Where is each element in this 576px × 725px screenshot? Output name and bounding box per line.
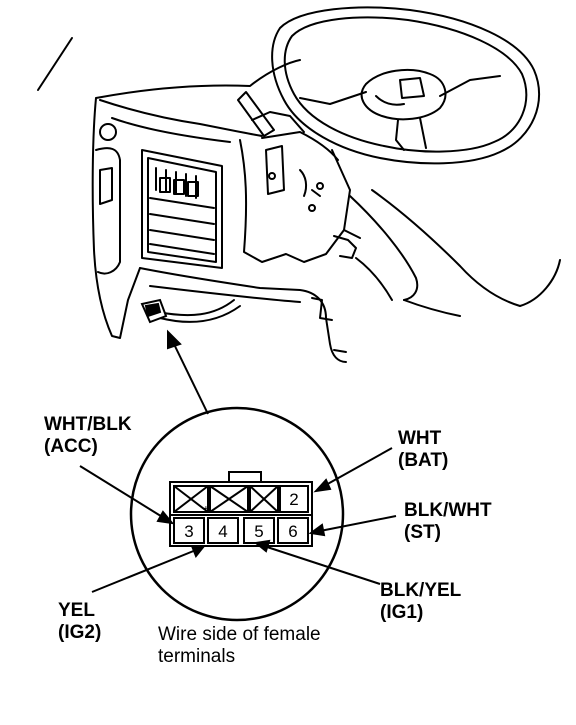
empty-cavity-1	[173, 485, 209, 513]
left-side-panel	[95, 147, 121, 275]
steering-wheel-rim	[271, 6, 541, 165]
wire-harness	[157, 299, 241, 323]
steering-wheel-rim-inner	[283, 16, 528, 153]
combination-switch-stalk	[237, 91, 275, 137]
locator-arrow	[167, 329, 209, 415]
dashboard-outline	[91, 59, 301, 339]
right-dash-edge	[349, 189, 561, 307]
circuit-ig1: (IG1)	[380, 602, 424, 623]
connector-in-vehicle	[140, 298, 168, 324]
wire-color-wht-blk: WHT/BLK	[44, 414, 132, 435]
terminal-3-number: 3	[184, 522, 193, 541]
circuit-acc: (ACC)	[44, 436, 98, 457]
wire-color-wht: WHT	[398, 428, 442, 449]
fuse-box-ribs	[149, 167, 215, 255]
label-wht-blk: WHT/BLK (ACC)	[44, 414, 132, 458]
label-blk-yel: BLK/YEL (IG1)	[380, 580, 461, 624]
column-cover-detail	[265, 145, 321, 197]
terminal-numbers: 2 3 4 5 6	[184, 490, 298, 541]
steering-column	[239, 111, 351, 263]
terminal-4-cavity	[207, 517, 239, 544]
leader-yel	[91, 549, 197, 593]
dash-round-feature	[99, 123, 117, 141]
fuse-box-panel	[141, 149, 223, 269]
column-bolt-3	[268, 172, 276, 180]
empty-cavity-2	[209, 485, 249, 513]
fuse-3	[187, 181, 199, 197]
column-bolt-1	[316, 182, 324, 190]
leader-wht-blk	[79, 465, 165, 519]
terminal-5-number: 5	[254, 522, 263, 541]
svg-text:+: +	[203, 504, 209, 515]
terminal-2-cavity	[279, 485, 309, 513]
wire-color-blk-wht: BLK/WHT	[404, 500, 492, 521]
terminal-3-cavity	[173, 517, 205, 544]
detail-circle	[129, 406, 345, 622]
terminal-6-number: 6	[288, 522, 297, 541]
fuse-1	[159, 177, 171, 193]
column-lower-bracket	[333, 229, 361, 259]
caption-line-2: terminals	[158, 646, 236, 667]
a-pillar-line	[37, 37, 73, 91]
circuit-st: (ST)	[404, 522, 441, 543]
leader-lines	[79, 447, 397, 593]
wire-color-blk-yel: BLK/YEL	[380, 580, 462, 601]
label-blk-wht: BLK/WHT (ST)	[404, 500, 492, 544]
label-wht: WHT (BAT)	[398, 428, 448, 472]
leader-blk-wht	[319, 515, 397, 532]
leader-blk-yel	[263, 545, 381, 585]
steering-wheel-hub-detail	[375, 77, 425, 106]
terminal-2-number: 2	[289, 490, 298, 509]
empty-cavity-3	[249, 485, 279, 513]
steering-wheel-hub	[360, 68, 447, 121]
caption-line-1: Wire side of female	[158, 624, 321, 645]
leader-wht	[323, 447, 393, 487]
label-yel: YEL (IG2)	[58, 600, 101, 644]
circuit-bat: (BAT)	[398, 450, 449, 471]
lower-panel-edge	[311, 297, 347, 353]
terminal-6-cavity	[277, 517, 309, 544]
terminal-4-number: 4	[218, 522, 227, 541]
connector-view-caption: Wire side of female terminals	[158, 624, 321, 668]
right-lower-panel	[355, 257, 461, 317]
dash-top-surface	[99, 99, 263, 143]
column-bolt-2	[308, 204, 316, 212]
wire-color-yel: YEL	[58, 600, 95, 621]
fuse-2	[173, 179, 185, 195]
connector-detail: +	[169, 471, 313, 547]
steering-wheel-spokes	[299, 75, 501, 151]
circuit-ig2: (IG2)	[58, 622, 102, 643]
